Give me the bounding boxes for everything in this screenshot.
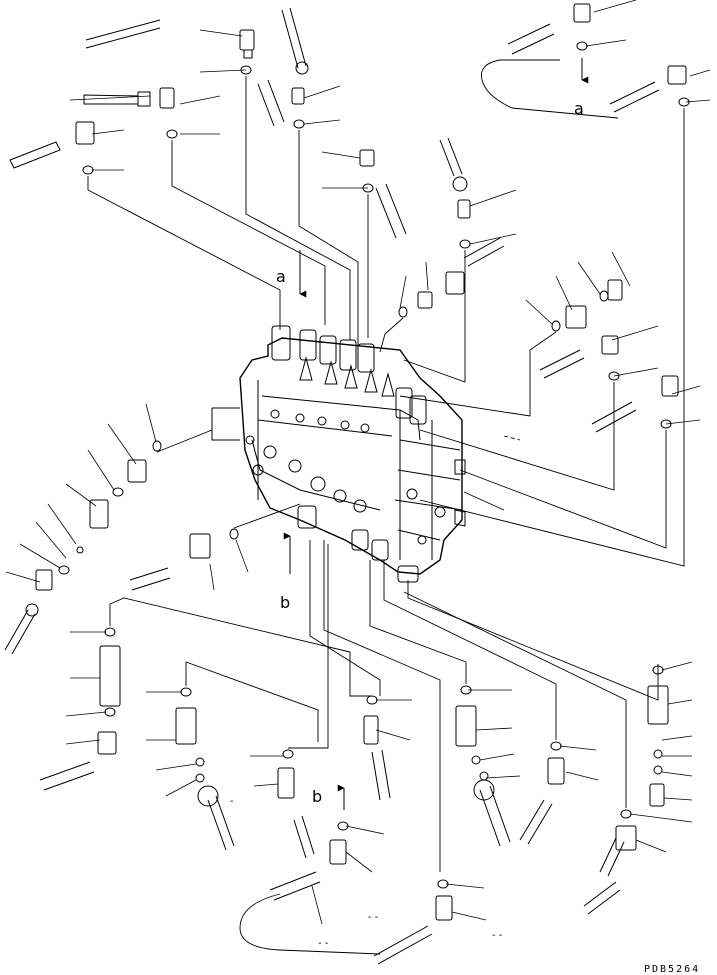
o-rings	[58, 41, 690, 889]
routing-lines	[87, 59, 685, 955]
callout-labels: a a b b	[276, 99, 584, 806]
dash-mark: -	[230, 796, 234, 807]
dash-marks: - - - - - - -	[230, 796, 503, 949]
dash-mark: - -	[492, 930, 503, 941]
direction-arrows	[283, 58, 589, 810]
hose-fittings	[4, 7, 660, 965]
dash-mark: - -	[318, 938, 329, 949]
drawing-code: PDB5264	[644, 964, 700, 975]
callout-label: b	[312, 787, 322, 806]
control-valve-body	[211, 325, 466, 583]
callout-label: a	[574, 99, 584, 118]
callout-label: b	[280, 593, 290, 612]
dash-mark: - -	[368, 912, 379, 923]
leader-lines	[5, 0, 711, 925]
callout-label: a	[276, 267, 286, 286]
valve-fittings	[35, 3, 687, 921]
